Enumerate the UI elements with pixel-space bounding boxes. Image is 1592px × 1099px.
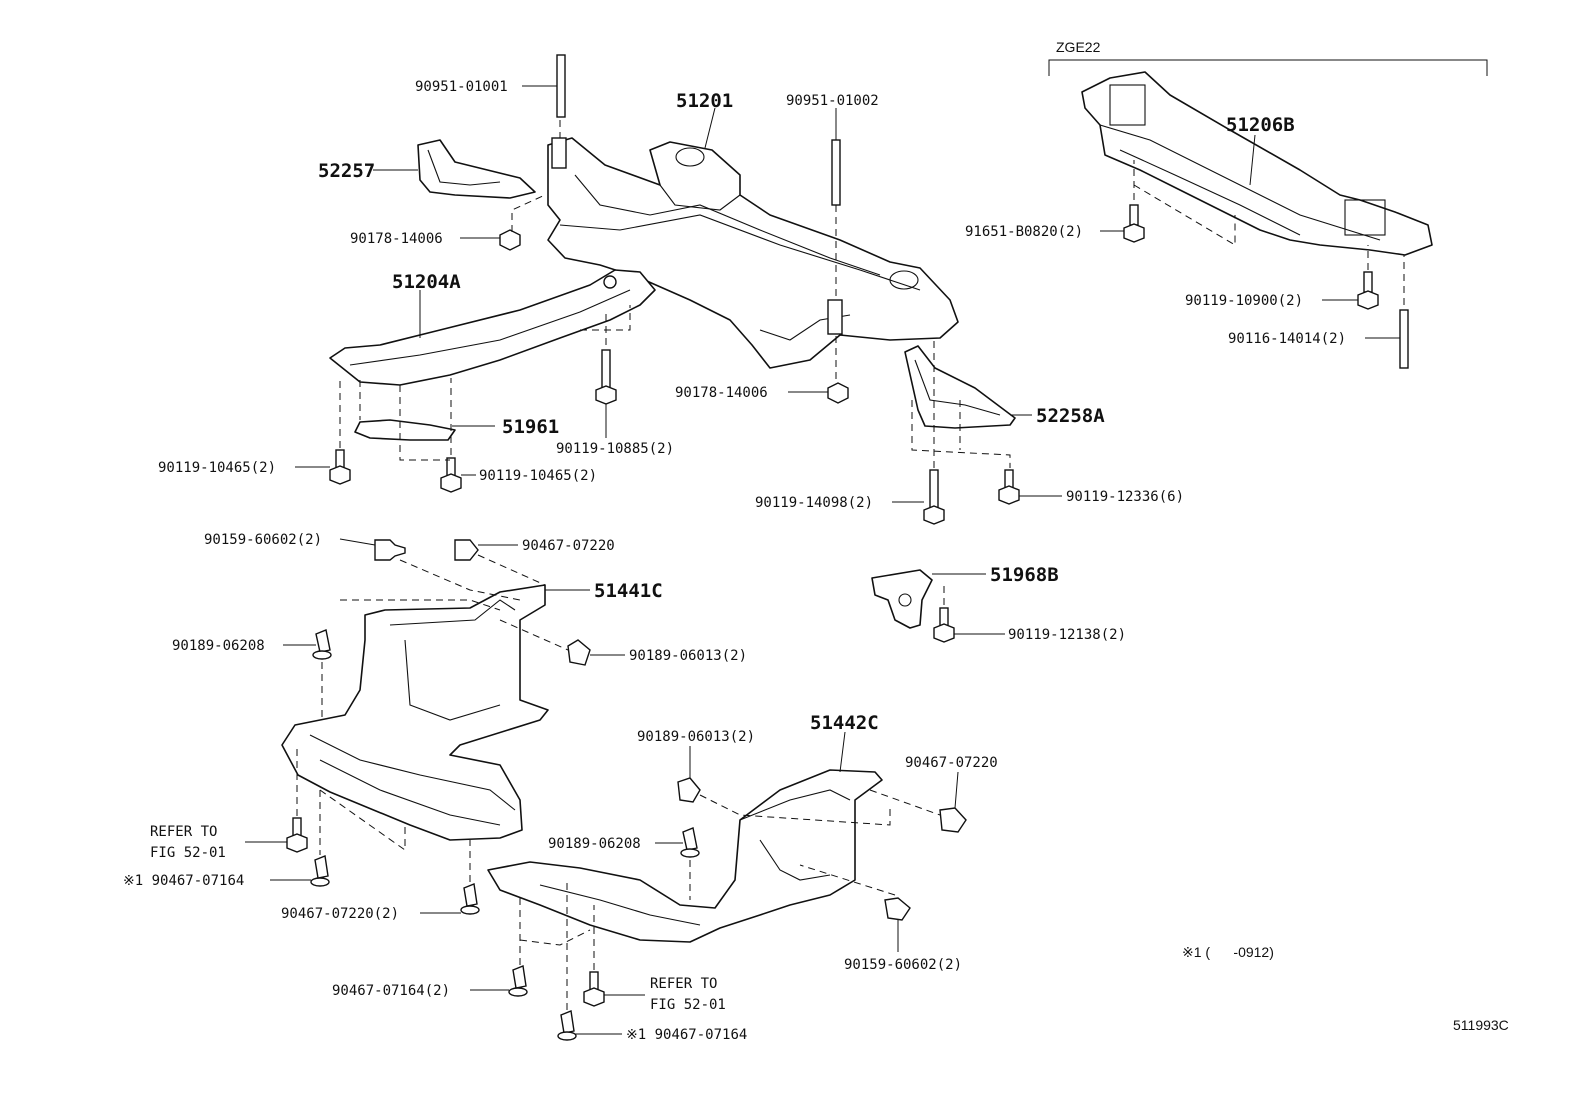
fastener-label: 90119-10885(2) (556, 441, 674, 457)
fastener-label: ※1 90467-07164 (123, 873, 244, 889)
bolt-icon (998, 469, 1020, 505)
fastener-label: 90467-07220 (522, 538, 615, 554)
brace-51204A (329, 269, 656, 386)
fastener-label: 90116-14014(2) (1228, 331, 1346, 347)
part-label-51961: 51961 (502, 416, 559, 438)
leader-lines (245, 85, 1400, 1035)
bracket-52257 (417, 139, 536, 199)
stud-icon (1399, 309, 1409, 369)
fastener-label: 90951-01002 (786, 93, 879, 109)
refer-to-note: REFER TO (650, 976, 717, 992)
fastener-label: 90189-06013(2) (629, 648, 747, 664)
clip-icon (680, 827, 700, 858)
bolt-icon (440, 457, 462, 493)
fastener-label: ※1 90467-07164 (626, 1027, 747, 1043)
screw-icon (677, 777, 701, 803)
fastener-label: 90189-06208 (548, 836, 641, 852)
bolt-icon (1123, 204, 1145, 243)
fastener-label: 90119-10900(2) (1185, 293, 1303, 309)
fastener-label: 90467-07164(2) (332, 983, 450, 999)
screw-icon (374, 539, 406, 561)
part-label-51204A: 51204A (392, 271, 461, 293)
clip-icon (310, 855, 330, 887)
screw-icon (567, 639, 591, 666)
fastener-label: 90119-10465(2) (158, 460, 276, 476)
nut-icon (827, 382, 849, 404)
nut-icon (499, 229, 521, 251)
fastener-label: 90159-60602(2) (204, 532, 322, 548)
cover-51442C (487, 769, 883, 943)
bolt-icon (595, 349, 617, 405)
bolt-icon (1357, 271, 1379, 310)
fastener-label: 90119-10465(2) (479, 468, 597, 484)
assembly-dash-lines (296, 120, 1405, 1010)
part-label-51442C: 51442C (810, 712, 879, 734)
fastener-label: 90178-14006 (675, 385, 768, 401)
bracket-51968B (871, 569, 933, 629)
group-label: ZGE22 (1056, 39, 1101, 55)
illustration-id: 511993C (1453, 1017, 1509, 1033)
fastener-shapes (286, 54, 1409, 1041)
stud-icon (831, 139, 841, 206)
bracket-52258A (904, 345, 1016, 429)
fastener-label: 90189-06013(2) (637, 729, 755, 745)
bolt-icon (329, 449, 351, 485)
part-label-52258A: 52258A (1036, 405, 1105, 427)
zge22-group-bracket (1048, 59, 1488, 76)
fastener-label: 90159-60602(2) (844, 957, 962, 973)
fastener-label: 90189-06208 (172, 638, 265, 654)
bolt-icon (286, 817, 308, 853)
clip-icon (460, 883, 480, 915)
clip-icon (557, 1010, 577, 1041)
footnote: ※1 ( -0912) (1182, 944, 1274, 960)
stud-icon (556, 54, 566, 118)
fastener-label: 90178-14006 (350, 231, 443, 247)
refer-to-note: REFER TO (150, 824, 217, 840)
fastener-label: 90951-01001 (415, 79, 508, 95)
clip-icon (312, 629, 332, 660)
bolt-icon (933, 607, 955, 643)
crossmember-51206B (1081, 71, 1433, 256)
fastener-label: 90119-12138(2) (1008, 627, 1126, 643)
screw-icon (884, 897, 911, 921)
part-label-51201: 51201 (676, 90, 733, 112)
clip-icon (508, 965, 528, 997)
screw-icon (454, 539, 479, 561)
fastener-label: 90119-12336(6) (1066, 489, 1184, 505)
fastener-label: 91651-B0820(2) (965, 224, 1083, 240)
crossmember-51201 (547, 137, 959, 369)
screw-icon (939, 807, 967, 833)
fastener-label: 90467-07220(2) (281, 906, 399, 922)
bolt-icon (923, 469, 945, 525)
part-label-52257: 52257 (318, 160, 375, 182)
plate-51961 (354, 419, 456, 441)
part-label-51968B: 51968B (990, 564, 1059, 586)
refer-to-fig: FIG 52-01 (150, 845, 226, 861)
bolt-icon (583, 971, 605, 1007)
cover-51441C (281, 584, 549, 841)
fastener-label: 90119-14098(2) (755, 495, 873, 511)
part-label-51206B: 51206B (1226, 114, 1295, 136)
fastener-label: 90467-07220 (905, 755, 998, 771)
refer-to-fig: FIG 52-01 (650, 997, 726, 1013)
part-label-51441C: 51441C (594, 580, 663, 602)
